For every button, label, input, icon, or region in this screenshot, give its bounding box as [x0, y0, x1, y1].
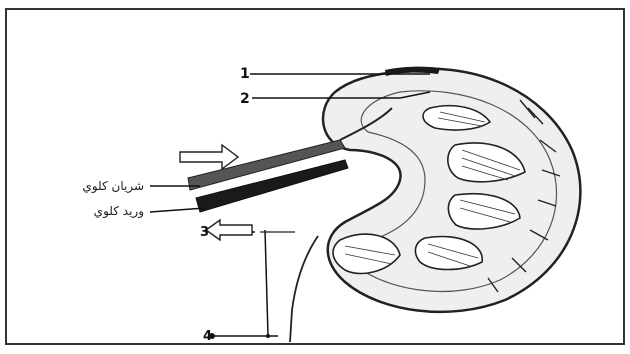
label-3: 3 [200, 225, 209, 240]
label-4: 4 [203, 329, 212, 344]
label-renal-artery: شريان كلوي [82, 179, 144, 194]
label-renal-vein: وريد كلوي [94, 204, 144, 219]
label-2: 2 [240, 91, 250, 107]
label-4-target-dot [266, 334, 270, 338]
label-1: 1 [240, 66, 250, 82]
